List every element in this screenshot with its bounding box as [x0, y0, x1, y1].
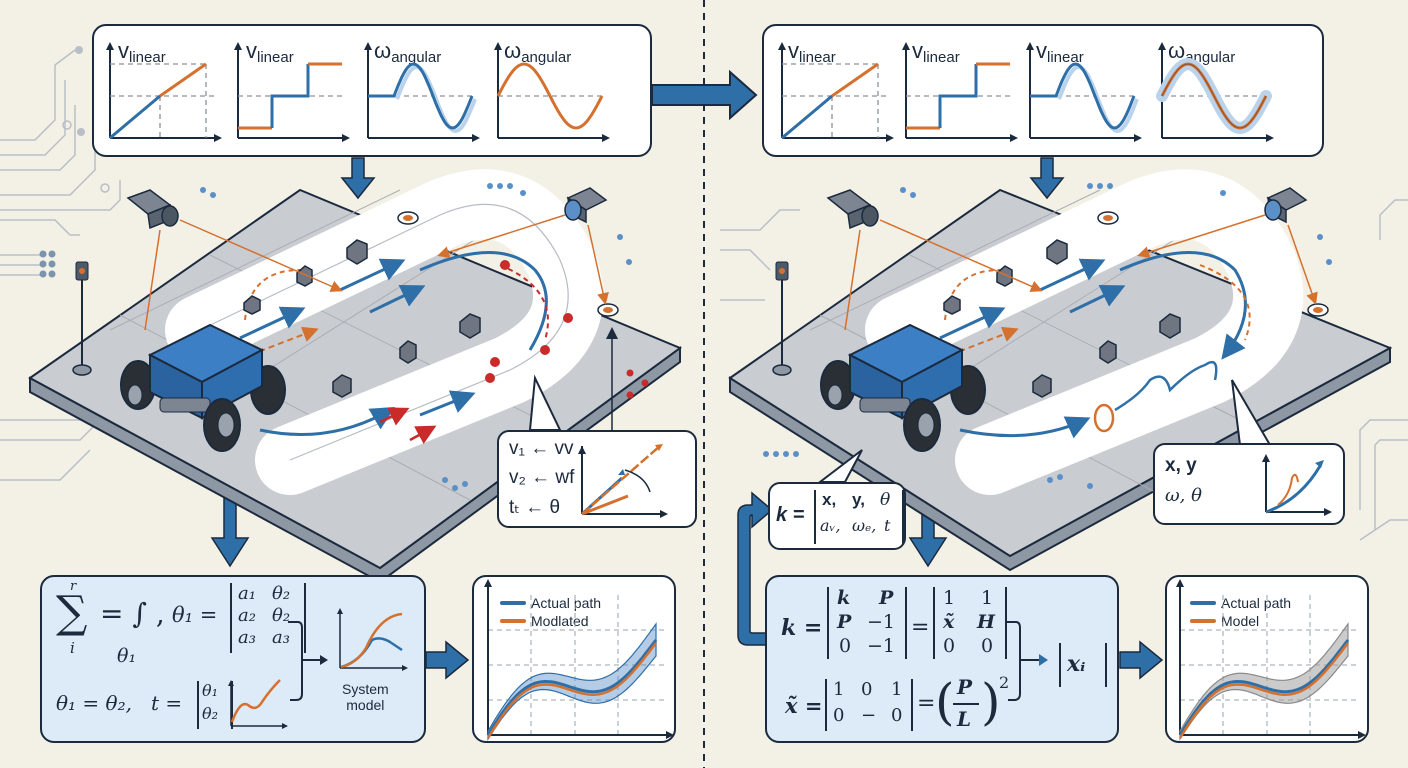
integral-expr: = ∫ ,: [100, 597, 165, 630]
m1-r2c2: −1: [867, 611, 896, 633]
signal-label-right-1: vlinear: [788, 38, 836, 66]
frac-den: L: [957, 707, 972, 731]
arrow-top-transfer: [651, 69, 758, 121]
state-row2-t: t: [884, 516, 891, 535]
output-xi: xᵢ: [1067, 651, 1086, 677]
legend-left-model: Modlated: [500, 613, 589, 629]
frac-num: P: [957, 675, 973, 699]
matrix-a-r3c2: a₃: [272, 627, 290, 648]
signal-label-left-3: ωangular: [374, 38, 442, 66]
matrix-3-brackets: [825, 679, 913, 731]
state-lhs: k =: [776, 504, 805, 526]
legend-left-actual: Actual path: [500, 595, 601, 611]
trajectory-line-1: x, y: [1165, 455, 1197, 476]
state-row1-x: x,: [822, 490, 837, 509]
trajectory-callout-right: x, y ω, θ: [1153, 443, 1345, 525]
m1-r2c1: P: [837, 611, 852, 633]
m2-r3c2: 0: [981, 635, 994, 657]
matrix-a-r1c1: a₁: [238, 583, 256, 604]
exponent: 2: [999, 673, 1010, 692]
m2-r1c2: 1: [981, 587, 994, 609]
state-row1-theta: θ: [880, 490, 891, 510]
integral-lower: θ₁: [117, 645, 137, 667]
output-brackets: [1059, 643, 1107, 687]
arrow-eq-to-result-left: [425, 640, 470, 680]
k-lhs: k =: [781, 615, 823, 641]
circuit-nodes-left: [62, 46, 110, 193]
camera-left-2: [564, 187, 608, 224]
frac-bar: [953, 703, 979, 705]
scene-right: [728, 169, 1393, 572]
matrix-a-r1c2: θ₂: [272, 583, 291, 604]
signal-label-left-2: vlinear: [246, 38, 294, 66]
m1-r1c1: k: [837, 587, 851, 609]
matrix-a-r3c1: a₃: [238, 627, 256, 648]
matrix-1-brackets: [827, 587, 907, 659]
signal-label-right-4: ωangular: [1168, 38, 1236, 66]
circuit-traces-right: [1359, 199, 1408, 541]
circuit-traces-middle: [720, 209, 800, 301]
m2-r1c1: 1: [943, 587, 956, 609]
equation-panel-left: ∑ r i = ∫ , θ₁ θ₁ = a₁ θ₂ a₂ θ₂ a₃ a₃ θ₁…: [40, 575, 426, 743]
robot-left: [120, 323, 286, 452]
legend-right-model: Model: [1190, 613, 1259, 629]
velocity-callout-left: v₁ ← vv v₂ ← wf tₜ ← θ: [497, 430, 697, 528]
state-row2-a: aᵥ,: [820, 516, 841, 535]
trajectory-line-2: ω, θ: [1165, 485, 1202, 506]
vector-t-r2: θ₂: [202, 704, 219, 723]
state-matrix-brackets: [814, 490, 904, 544]
equals-sign: =: [911, 615, 930, 640]
platform-left: [28, 188, 683, 570]
arrow-down-left-top: [340, 157, 376, 200]
vector-t-r1: θ₁: [202, 681, 219, 700]
m2-r2c1: x̃: [943, 611, 955, 633]
m3-r1c3: 1: [891, 679, 903, 700]
paren-close: ): [981, 673, 1001, 731]
arrow-down-right-top: [1029, 157, 1065, 200]
legend-right-actual: Actual path: [1190, 595, 1291, 611]
m3-r2c2: −: [861, 705, 877, 726]
scene-left: [28, 169, 683, 584]
signal-label-left-4: ωangular: [504, 38, 572, 66]
sum-lower: i: [70, 639, 75, 657]
signal-label-right-2: vlinear: [912, 38, 960, 66]
arrow-eq-to-result-right: [1119, 640, 1164, 680]
sum-upper: r: [70, 579, 77, 594]
signal-label-left-1: vlinear: [118, 38, 166, 66]
matrix-a-r2c2: θ₂: [272, 605, 291, 626]
callout-line-3: tₜ ← θ: [509, 497, 561, 518]
state-row2-omega: ωₑ,: [852, 516, 877, 535]
camera-left-1: [126, 189, 179, 230]
matrix-a-r2c1: a₂: [238, 605, 256, 626]
sum-symbol: ∑: [56, 587, 88, 638]
state-row1-y: y,: [852, 490, 865, 509]
m1-r1c2: P: [879, 587, 894, 609]
theta-assign: θ₁ =: [172, 603, 218, 627]
m3-r1c1: 1: [833, 679, 845, 700]
callout-line-1: v₁ ← vv: [509, 438, 574, 459]
equals-sign-2: =: [917, 691, 936, 716]
m1-r3c2: −1: [867, 635, 896, 657]
paren-open: (: [935, 673, 955, 731]
m2-r2c2: H: [977, 611, 995, 633]
xtilde-lhs: x̃ =: [785, 693, 823, 718]
m3-r2c1: 0: [833, 705, 845, 726]
m3-r1c2: 0: [861, 679, 873, 700]
m2-r3c1: 0: [943, 635, 956, 657]
matrix-a-brackets: [230, 583, 306, 653]
state-vector-callout: k = x, y, θ aᵥ, ωₑ, t: [768, 482, 906, 550]
callout-line-2: v₂ ← wf: [509, 467, 575, 488]
signal-label-right-3: vlinear: [1036, 38, 1084, 66]
m3-r2c3: 0: [891, 705, 903, 726]
m1-r3c1: 0: [839, 635, 852, 657]
equation-panel-right: k = k P P −1 0 −1 = 1 1 x̃ H 0 0 x̃ = 1 …: [765, 575, 1119, 743]
theta-equality: θ₁ = θ₂, t =: [56, 691, 183, 715]
dot-cluster-left: [39, 250, 56, 278]
platform-right: [728, 188, 1393, 558]
